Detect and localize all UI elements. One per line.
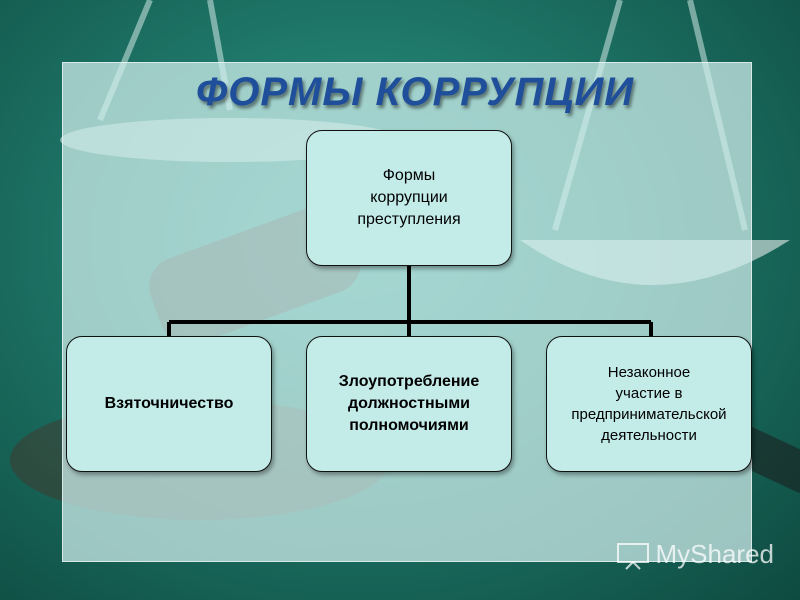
child-label-line: предпринимательской [571,406,727,423]
child-label-line: деятельности [601,427,697,444]
child-node-abuse-of-power: Злоупотребление должностными полномочиям… [306,336,512,472]
page-title: ФОРМЫ КОРРУПЦИИ [195,70,635,114]
child-label-line: должностными [347,395,470,412]
child-label-line: полномочиями [349,417,469,434]
child-node-illegal-business-participation: Незаконное участие в предпринимательской… [546,336,752,472]
watermark: MyShared [616,539,775,570]
child-node-bribery: Взяточничество [66,336,272,472]
child-label-line: Взяточничество [104,395,234,412]
child-label-line: участие в [615,385,683,402]
watermark-text: MyShared [655,539,775,569]
child-label-line: Незаконное [607,364,691,381]
child-label-line: Злоупотребление [338,373,480,390]
root-label-line: коррупции [370,189,448,206]
root-label-line: преступления [357,211,461,228]
presentation-screen-icon [616,542,649,570]
root-label-line: Формы [382,167,436,184]
root-node-corruption-crimes: Формы коррупции преступления [306,130,512,266]
